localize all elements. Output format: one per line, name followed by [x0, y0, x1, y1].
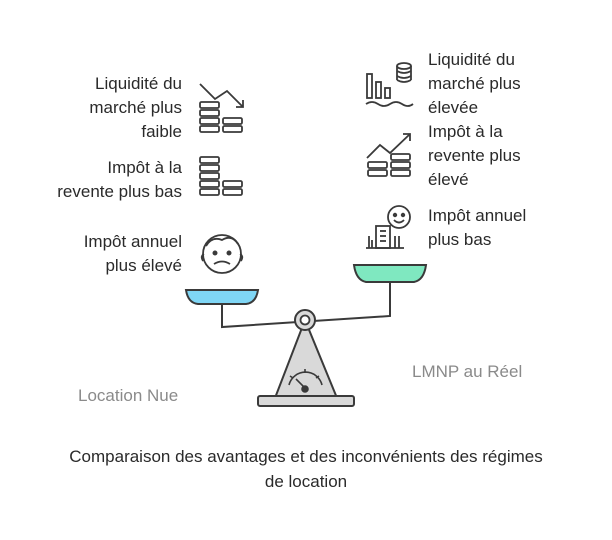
left-pan — [184, 289, 260, 305]
left-item-2-text: Impôt à la revente plus bas — [57, 158, 182, 201]
market-liquidity-icon — [365, 62, 414, 107]
diagram-caption: Comparaison des avantages et des inconvé… — [69, 447, 543, 491]
right-pan — [352, 264, 428, 283]
right-item-3-text: Impôt annuel plus bas — [428, 206, 527, 249]
declining-coins-icon — [199, 83, 244, 133]
scale-base — [257, 395, 355, 407]
left-item-1-text: Liquidité du marché plus faible — [89, 74, 182, 141]
coin-stacks-icon — [199, 156, 243, 196]
worried-face-icon — [200, 234, 244, 274]
right-side-label: LMNP au Réel — [412, 362, 523, 381]
left-side-label: Location Nue — [78, 386, 179, 405]
left-item-3-text: Impôt annuel plus élevé — [83, 232, 182, 275]
rising-coins-icon — [366, 133, 411, 177]
gauge-icon — [288, 369, 323, 393]
right-item-2-text: Impôt à la revente plus élevé — [428, 122, 521, 189]
happy-face-building-icon — [366, 205, 411, 249]
right-item-1-text: Liquidité du marché plus élevée — [428, 50, 521, 117]
